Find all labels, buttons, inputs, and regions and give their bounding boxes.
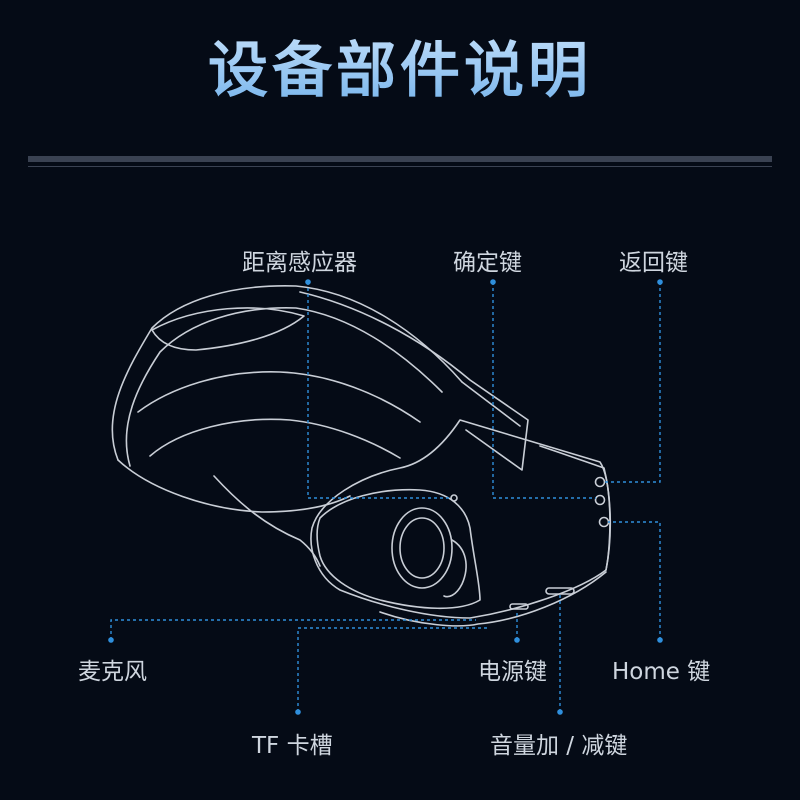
side-strap-top (137, 371, 421, 423)
leader-home-key (608, 521, 661, 640)
side-strap-bottom (117, 459, 351, 513)
leader-dot-microphone (108, 637, 114, 643)
leader-dot-back-key (657, 279, 663, 285)
confirm-key-button (594, 476, 606, 488)
rear-pad (151, 307, 305, 351)
lens-left (391, 507, 453, 589)
lens-left-inner (399, 517, 445, 579)
leader-microphone (110, 619, 476, 640)
top-strap (299, 291, 529, 471)
leader-confirm-key (492, 282, 596, 499)
strap-inner-band (149, 418, 401, 459)
leader-back-key (604, 282, 661, 483)
head-strap-outer (111, 285, 463, 461)
label-power-key: 电源键 (478, 659, 547, 685)
face-cushion (316, 488, 481, 610)
volume-key-button (545, 587, 575, 595)
leader-dot-home-key (657, 637, 663, 643)
leader-proximity-sensor (307, 282, 450, 499)
headset-body (310, 419, 611, 619)
page-title: 设备部件说明 (0, 22, 800, 109)
label-tf-slot: TF 卡槽 (252, 733, 333, 759)
title-divider-thick (28, 156, 772, 162)
leader-dot-proximity-sensor (305, 279, 311, 285)
front-panel-edge (539, 445, 612, 571)
label-back-key: 返回键 (619, 250, 688, 276)
head-strap-inner (125, 307, 443, 467)
home-key-button (598, 516, 610, 528)
nose-cutout (443, 539, 467, 598)
lower-band (213, 475, 321, 567)
proximity-sensor-dot (450, 494, 458, 502)
label-volume-key: 音量加 / 减键 (490, 733, 628, 759)
label-home-key: Home 键 (612, 659, 711, 685)
label-proximity-sensor: 距离感应器 (242, 250, 357, 276)
label-confirm-key: 确定键 (453, 250, 522, 276)
back-key-button (594, 494, 606, 506)
leader-dot-tf-slot (295, 709, 301, 715)
headset-bottom (379, 571, 607, 627)
leader-dot-volume-key (557, 709, 563, 715)
title-divider-thin (28, 166, 772, 167)
leader-tf-slot (297, 627, 490, 712)
label-microphone: 麦克风 (78, 659, 147, 685)
power-key-button (509, 603, 529, 610)
top-strap-edge (461, 381, 521, 427)
leader-dot-confirm-key (490, 279, 496, 285)
leader-dot-power-key (514, 637, 520, 643)
